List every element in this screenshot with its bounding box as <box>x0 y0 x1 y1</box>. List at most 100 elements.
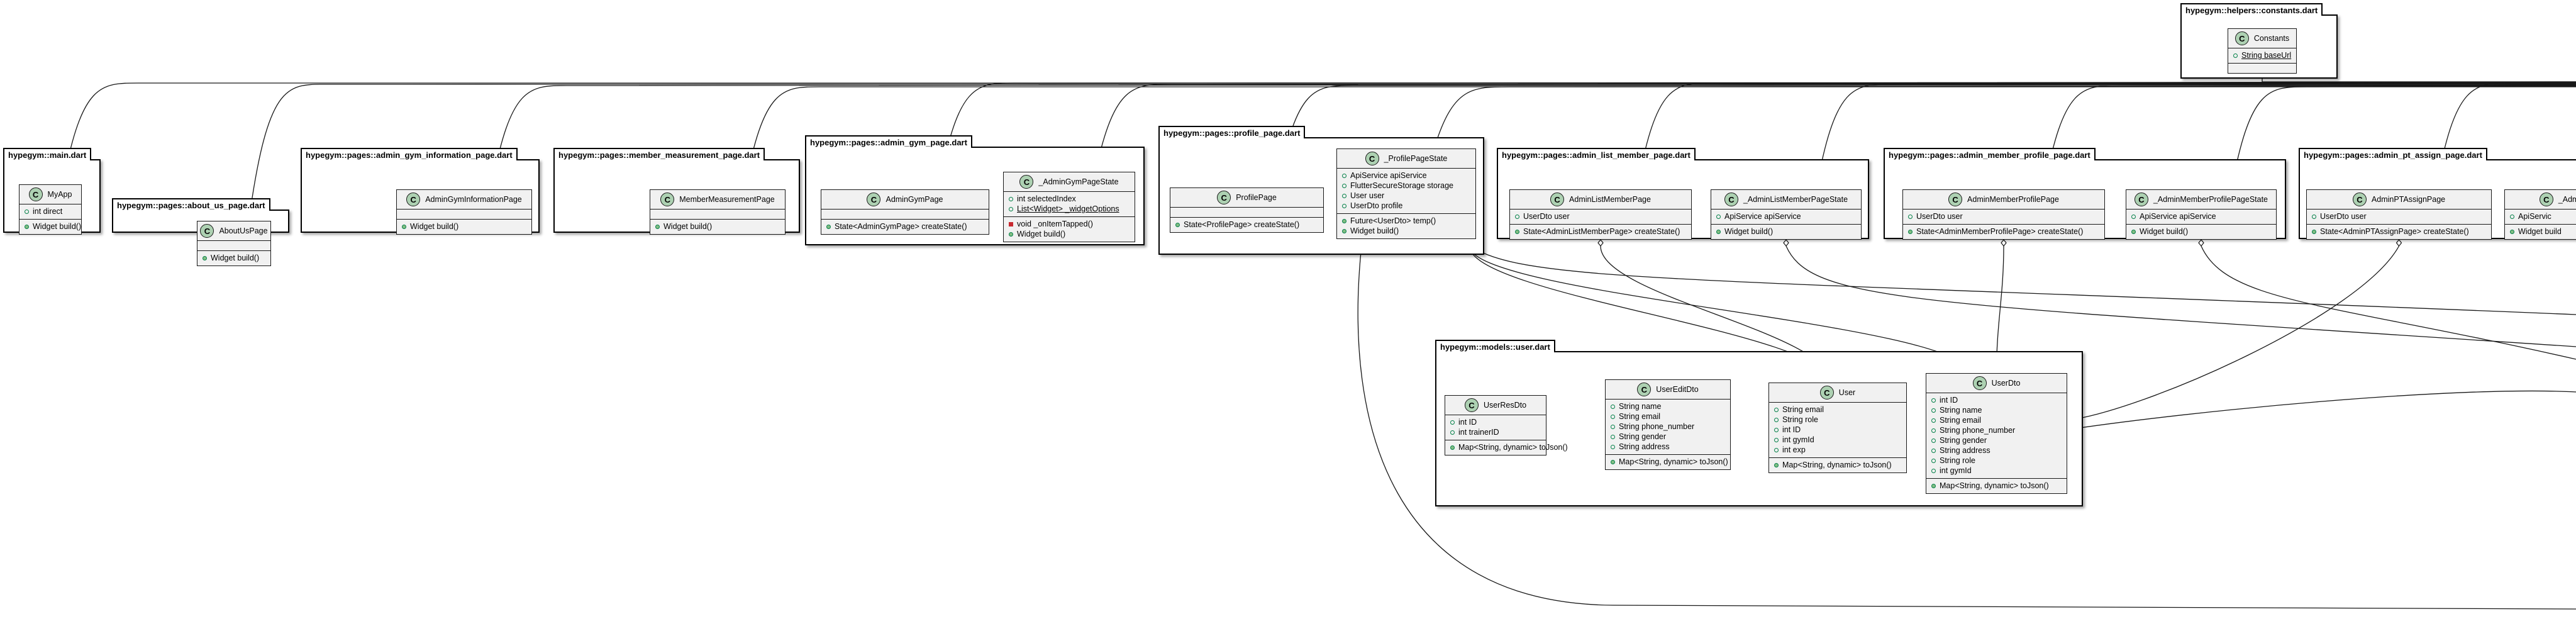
class-stereotype-icon: C <box>1948 193 1963 206</box>
package-title: hypegym::main.dart <box>3 148 92 160</box>
member-text: Map<String, dynamic> toJson() <box>1782 461 1892 469</box>
method-row: Future<UserDto> temp() <box>1342 216 1472 226</box>
public-visibility-icon <box>2131 229 2136 234</box>
public-visibility-icon <box>1931 458 1936 463</box>
class-header: C UserEditDto <box>1606 380 1730 400</box>
member-text: State<AdminListMemberPage> createState() <box>1523 227 1680 236</box>
class-header: C_ProfilePageState <box>1337 149 1475 169</box>
public-visibility-icon <box>1342 203 1346 208</box>
fields-compartment: UserDto user <box>1510 210 1691 225</box>
field-row: ApiServic <box>2510 211 2576 221</box>
public-visibility-icon <box>1931 438 1936 443</box>
methods-compartment: State<AdminGymPage> createState() <box>821 220 989 234</box>
class-name: MemberMeasurementPage <box>679 195 775 204</box>
field-row: ApiService apiService <box>1342 170 1472 181</box>
member-text: Widget build() <box>2140 227 2189 236</box>
public-visibility-icon <box>1931 483 1936 488</box>
class-name: AdminMemberProfilePage <box>1967 195 2059 204</box>
package-gyminfo: hypegym::pages::admin_gym_information_pa… <box>301 148 540 235</box>
public-visibility-icon <box>1774 437 1779 442</box>
public-visibility-icon <box>1908 229 1913 234</box>
class-stereotype-icon: C <box>2235 31 2249 45</box>
class-stereotype-icon: C <box>1724 193 1738 206</box>
method-row: Widget build() <box>25 221 81 232</box>
method-row: State<ProfilePage> createState() <box>1175 220 1319 230</box>
member-text: String email <box>1940 416 1981 425</box>
field-row: String baseUrl <box>2233 50 2292 60</box>
methods-compartment: Widget build <box>2505 225 2576 239</box>
member-text: void _onItemTapped() <box>1017 220 1093 228</box>
public-visibility-icon <box>25 209 29 214</box>
package-title: hypegym::pages::admin_gym_information_pa… <box>301 148 518 160</box>
field-row: UserDto user <box>1908 211 2101 221</box>
class-name: _AdminPT <box>2558 195 2576 204</box>
package-memberprofile: hypegym::pages::admin_member_profile_pag… <box>1884 148 2286 240</box>
method-row: Map<String, dynamic> toJson() <box>1611 457 1728 467</box>
aggregation-diamond <box>1783 239 1789 247</box>
member-text: int ID <box>1782 425 1801 434</box>
member-text: UserDto user <box>2320 212 2367 221</box>
class-stereotype-icon: C <box>200 224 214 238</box>
public-visibility-icon <box>826 224 831 229</box>
methods-compartment <box>2228 64 2296 73</box>
public-visibility-icon <box>1515 214 1519 219</box>
class-name: UserEditDto <box>1656 385 1699 394</box>
method-row: Widget build() <box>1342 226 1472 236</box>
member-text: Map<String, dynamic> toJson() <box>1458 443 1568 452</box>
field-row: String role <box>1774 415 1902 425</box>
field-row: String name <box>1611 401 1726 411</box>
public-visibility-icon <box>1342 228 1346 233</box>
field-row: int exp <box>1774 445 1902 455</box>
member-text: Widget build() <box>410 222 459 231</box>
class-stereotype-icon: C <box>1637 383 1652 396</box>
public-visibility-icon <box>1515 229 1519 234</box>
package-title: hypegym::models::user.dart <box>1435 340 1555 352</box>
fields-compartment: ApiService apiService <box>2126 210 2276 225</box>
association-edge <box>1785 245 2576 347</box>
public-visibility-icon <box>1450 420 1455 425</box>
field-row: String gender <box>1931 435 2063 445</box>
class-stereotype-icon: C <box>1464 398 1479 412</box>
fields-compartment: ApiServic <box>2505 210 2576 225</box>
package-ptassign: hypegym::pages::admin_pt_assign_page.dar… <box>2299 148 2576 240</box>
public-visibility-icon <box>1611 434 1615 439</box>
method-row: State<AdminMemberProfilePage> createStat… <box>1908 226 2101 237</box>
fields-compartment: String baseUrl <box>2228 48 2296 64</box>
field-row: String email <box>1611 411 1726 422</box>
fields-compartment: UserDto user <box>2307 210 2491 225</box>
association-edge <box>1357 245 2576 610</box>
dependency-edge <box>1816 84 2576 190</box>
private-visibility-icon <box>1009 221 1013 226</box>
public-visibility-icon <box>1175 222 1180 227</box>
methods-compartment: State<ProfilePage> createState() <box>1170 218 1323 232</box>
member-text: String role <box>1782 415 1818 424</box>
dependency-edge <box>2231 85 2576 190</box>
class-private-admin-pt[interactable]: C_AdminPTApiServicWidget build <box>2504 189 2576 240</box>
package-title: hypegym::pages::member_measurement_page.… <box>553 148 765 160</box>
